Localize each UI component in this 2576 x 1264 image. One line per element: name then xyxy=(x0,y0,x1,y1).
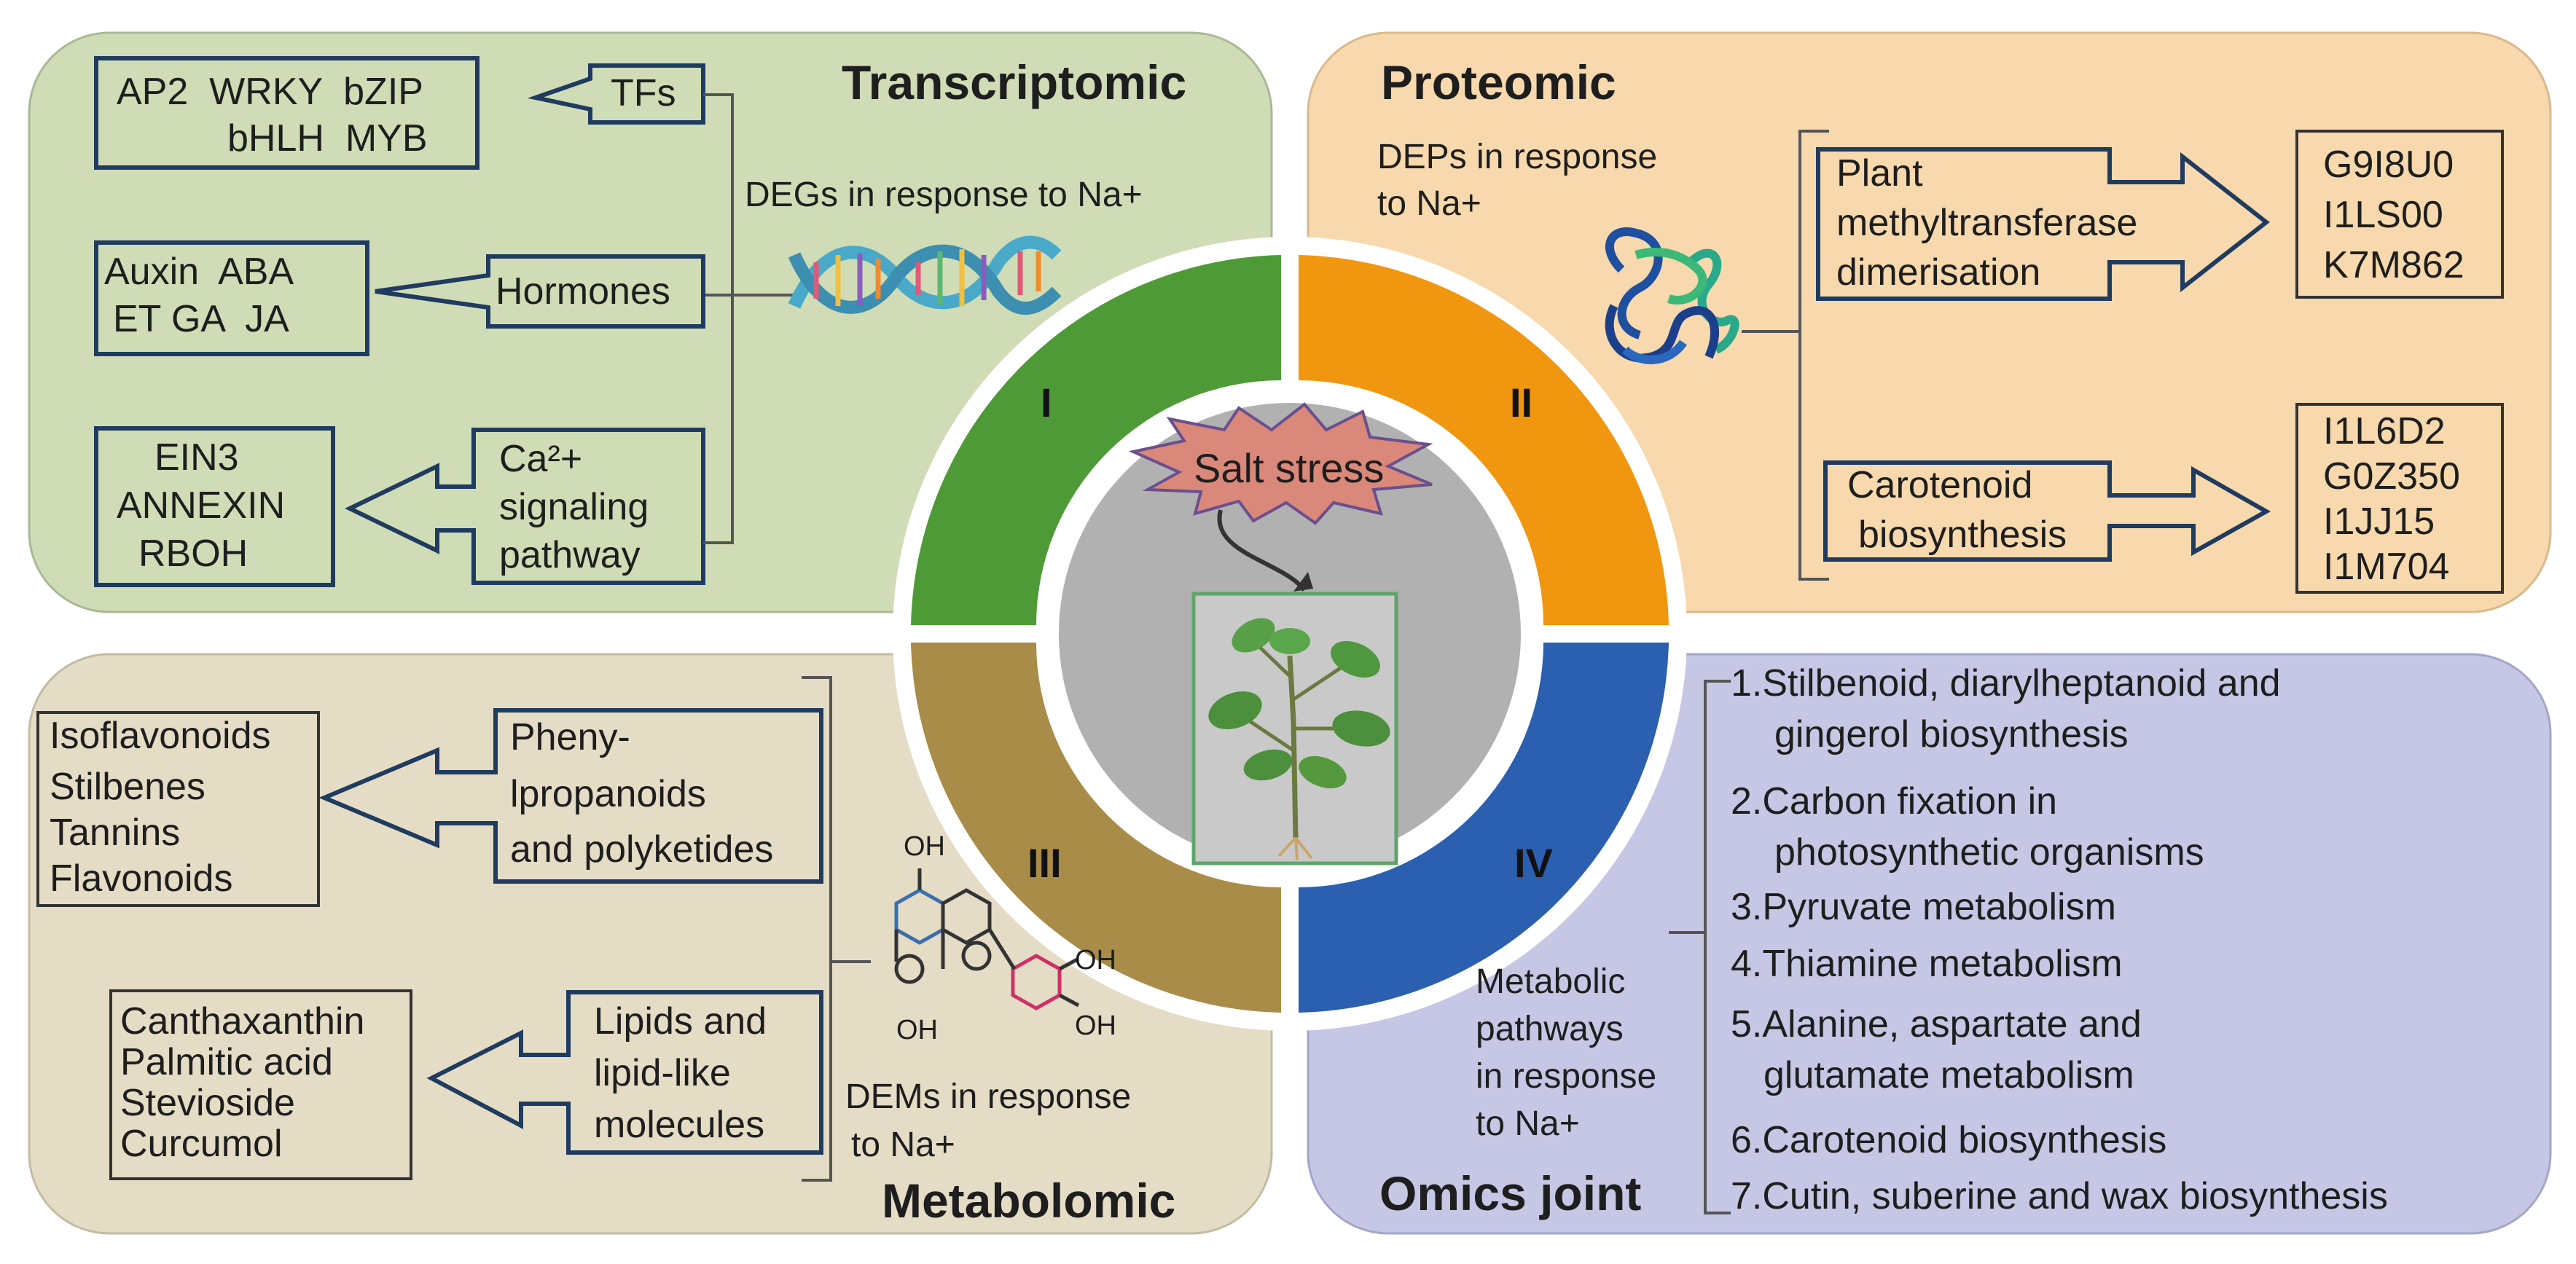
segment-IV-label: IV xyxy=(1514,840,1553,886)
segment-III-label: III xyxy=(1027,840,1062,886)
protein-structure-illustration xyxy=(1605,227,1739,364)
protein-G9I8U0: G9I8U0 xyxy=(2323,144,2454,186)
lipid-items-box xyxy=(109,989,412,1180)
protein-K7M862: K7M862 xyxy=(2323,244,2465,286)
calcium-gene-1: EIN3 xyxy=(154,436,239,479)
methyltransferase-label-1: Plant xyxy=(1836,152,1923,195)
stress-arrowhead xyxy=(1293,572,1313,592)
tf-gene-line-1: AP2 WRKY bZIP xyxy=(117,71,423,113)
pathway-4: 4.Thiamine metabolism xyxy=(1731,943,2123,985)
lipid-label-1: Lipids and xyxy=(594,1000,767,1043)
methyltransferase-label-3: dimerisation xyxy=(1836,251,2041,294)
pathway-5-line-2: glutamate metabolism xyxy=(1763,1054,2134,1096)
omics-subtitle-3: in response xyxy=(1476,1057,1657,1096)
item-flavonoids: Flavonoids xyxy=(50,857,233,900)
dna-helix-illustration xyxy=(788,235,1062,315)
hormone-line-1: Auxin ABA xyxy=(104,251,294,293)
salt-stress-burst xyxy=(1128,402,1433,525)
carotenoid-proteins-box xyxy=(2295,403,2504,594)
segment-I-label: I xyxy=(1041,380,1052,425)
transcriptomic-subtitle: DEGs in response to Na+ xyxy=(745,176,1143,214)
proteomic-subtitle-1: DEPs in response xyxy=(1377,138,1658,176)
pathway-3: 3.Pyruvate metabolism xyxy=(1731,886,2116,928)
pathway-7: 7.Cutin, suberine and wax biosynthesis xyxy=(1731,1175,2388,1217)
tfs-label: TFs xyxy=(611,72,676,114)
calcium-gene-3: RBOH xyxy=(138,533,248,575)
molecule-oh-label: OH xyxy=(904,831,945,862)
omics-joint-title: Omics joint xyxy=(1379,1166,1642,1220)
tf-genes-box xyxy=(94,56,479,170)
soybean-plant-illustration xyxy=(1208,618,1390,860)
metabolomic-bracket xyxy=(802,676,871,1182)
item-canthaxanthin: Canthaxanthin xyxy=(120,1000,365,1043)
salt-stress-label: Salt stress xyxy=(1194,445,1385,491)
molecule-oh-label: OH xyxy=(896,1015,938,1045)
lipid-label-2: lipid-like xyxy=(594,1052,731,1094)
stress-arrow xyxy=(1217,509,1307,592)
molecule-oh-label: OH xyxy=(1075,1010,1116,1041)
phenylpropanoid-label-1: Pheny- xyxy=(510,716,630,758)
proteomic-subtitle-2: to Na+ xyxy=(1377,184,1481,223)
pathway-2-line-1: 2.Carbon fixation in xyxy=(1731,780,2058,823)
pathway-1-line-1: 1.Stilbenoid, diarylheptanoid and xyxy=(1731,662,2281,704)
item-tannins: Tannins xyxy=(50,812,181,854)
methyltransferase-arrow-shape xyxy=(1816,147,2270,301)
calcium-arrow-shape xyxy=(345,428,705,585)
molecule-oh-label: OH xyxy=(1075,945,1116,976)
metabolomic-title: Metabolomic xyxy=(882,1174,1176,1228)
hormone-line-2: ET GA JA xyxy=(113,298,289,340)
metabolomic-subtitle-2: to Na+ xyxy=(851,1126,955,1164)
calcium-label-3: pathway xyxy=(499,534,641,576)
calcium-genes-box xyxy=(94,426,335,587)
methyltransferase-label-2: methyltransferase xyxy=(1836,202,2138,244)
omics-subtitle-1: Metabolic xyxy=(1476,962,1626,1001)
item-curcumol: Curcumol xyxy=(120,1123,283,1165)
pathway-1-line-2: gingerol biosynthesis xyxy=(1774,713,2129,755)
lipid-label-3: molecules xyxy=(594,1104,765,1146)
protein-I1LS00: I1LS00 xyxy=(2323,194,2443,236)
item-stevioside: Stevioside xyxy=(120,1082,295,1124)
carotenoid-label-2: biosynthesis xyxy=(1858,514,2067,556)
omics-subtitle-4: to Na+ xyxy=(1476,1104,1580,1143)
hormones-arrow-shape xyxy=(375,254,705,329)
carotenoid-arrow-shape xyxy=(1823,460,2271,562)
pathway-2-line-2: photosynthetic organisms xyxy=(1774,831,2204,874)
segment-II xyxy=(1299,255,1669,625)
omics-subtitle-2: pathways xyxy=(1476,1010,1624,1048)
proteomic-bracket xyxy=(1742,130,1829,581)
phenylpropanoid-arrow-shape xyxy=(318,708,823,884)
segment-II-label: II xyxy=(1510,380,1533,425)
hormone-items-box xyxy=(94,240,369,356)
protein-I1M704: I1M704 xyxy=(2323,546,2450,588)
calcium-label-1: Ca²+ xyxy=(499,438,583,480)
omics-bracket xyxy=(1669,680,1731,1214)
protein-I1L6D2: I1L6D2 xyxy=(2323,410,2446,452)
calcium-label-2: signaling xyxy=(499,486,649,528)
item-stilbenes: Stilbenes xyxy=(50,766,205,808)
segment-IV xyxy=(1299,643,1669,1013)
phenylpropanoid-items-box xyxy=(36,711,320,907)
methyltransferase-proteins-box xyxy=(2295,130,2504,299)
carotenoid-label-1: Carotenoid xyxy=(1847,464,2033,506)
phenylpropanoid-label-2: lpropanoids xyxy=(510,773,706,815)
item-palmitic-acid: Palmitic acid xyxy=(120,1041,333,1083)
metabolomic-subtitle-1: DEMs in response xyxy=(845,1077,1132,1116)
flavonoid-molecule-illustration xyxy=(894,868,1080,1010)
pathway-6: 6.Carotenoid biosynthesis xyxy=(1731,1119,2167,1161)
protein-G0Z350: G0Z350 xyxy=(2323,455,2460,498)
segment-I xyxy=(911,255,1281,625)
tf-gene-line-2: bHLH MYB xyxy=(227,117,428,160)
hormones-label: Hormones xyxy=(496,270,670,313)
item-isoflavonoids: Isoflavonoids xyxy=(50,715,271,757)
protein-I1JJ15: I1JJ15 xyxy=(2323,501,2435,543)
proteomic-title: Proteomic xyxy=(1381,55,1616,109)
lipid-arrow-shape xyxy=(426,990,823,1155)
calcium-gene-2: ANNEXIN xyxy=(117,484,286,527)
segment-III xyxy=(911,643,1281,1013)
transcriptomic-title: Transcriptomic xyxy=(842,55,1187,109)
pathway-5-line-1: 5.Alanine, aspartate and xyxy=(1731,1003,2142,1045)
phenylpropanoid-label-3: and polyketides xyxy=(510,828,774,871)
transcriptomic-bracket xyxy=(703,93,794,544)
